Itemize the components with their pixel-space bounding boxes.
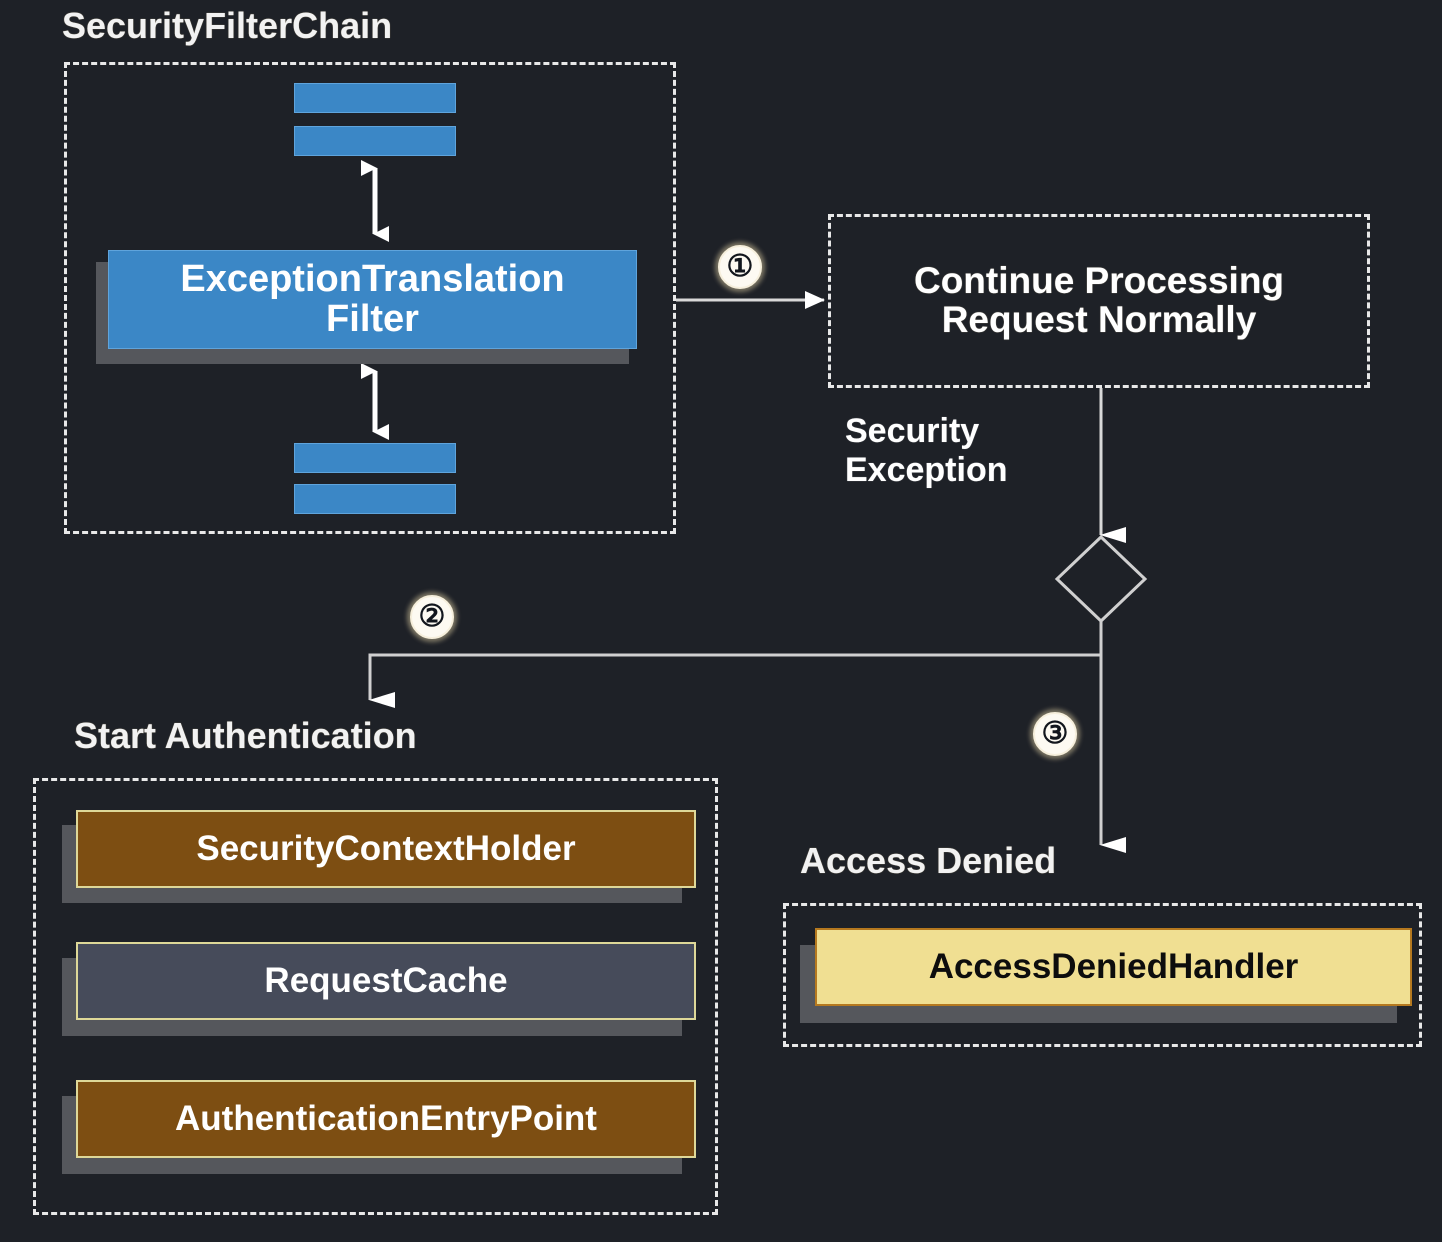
wire-decision-bus	[368, 621, 1103, 708]
node-authentication-entry-point[interactable]: AuthenticationEntryPoint	[76, 1080, 696, 1158]
group-security-filter-chain	[64, 62, 676, 534]
node-access-denied-handler[interactable]: AccessDeniedHandler	[815, 928, 1412, 1006]
filter-bar-below-2[interactable]	[294, 484, 456, 514]
group-continue-processing: Continue Processing Request Normally	[828, 214, 1370, 388]
node-continue-processing: Continue Processing Request Normally	[913, 260, 1285, 340]
step-badge-1: ①	[718, 245, 762, 289]
filter-bar-below-1[interactable]	[294, 443, 456, 473]
group-label-security-filter-chain: SecurityFilterChain	[62, 5, 393, 46]
filter-bar-above-2[interactable]	[294, 126, 456, 156]
group-access-denied	[783, 903, 1422, 1047]
node-exception-translation-filter[interactable]: ExceptionTranslation Filter	[108, 250, 637, 349]
decision-diamond	[1054, 534, 1148, 624]
label-security-exception: Security Exception	[845, 412, 1008, 490]
filter-bar-above-1[interactable]	[294, 83, 456, 113]
step-badge-2: ②	[410, 595, 454, 639]
group-label-access-denied: Access Denied	[800, 840, 1057, 881]
group-label-start-authentication: Start Authentication	[74, 715, 417, 756]
group-start-authentication	[33, 778, 718, 1215]
node-security-context-holder[interactable]: SecurityContextHolder	[76, 810, 696, 888]
node-request-cache[interactable]: RequestCache	[76, 942, 696, 1020]
step-badge-3: ③	[1033, 712, 1077, 756]
